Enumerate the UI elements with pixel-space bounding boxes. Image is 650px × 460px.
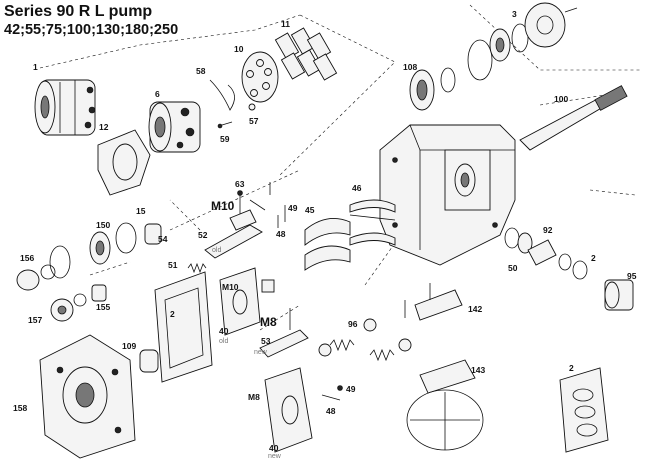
seal-and-cover-part-3 — [467, 2, 578, 81]
bushing-part-109 — [139, 349, 159, 373]
label-109: 109 — [122, 341, 136, 351]
control-screws-new-48-49 — [321, 385, 343, 401]
servo-bracket-part-142 — [404, 283, 463, 321]
assembly-guide-lines — [39, 4, 640, 331]
label-2-gasket: 2 — [170, 309, 175, 319]
label-143: 143 — [471, 365, 485, 375]
pump-housing — [379, 124, 516, 266]
end-cap-part-158 — [39, 334, 136, 459]
label-150: 150 — [96, 220, 110, 230]
control-lever-part-52 — [204, 209, 263, 259]
label-50: 50 — [508, 263, 518, 273]
label-40-new: 40 — [269, 443, 279, 453]
control-block-new-part-40 — [264, 367, 313, 453]
diagram-title: Series 90 R L pump — [4, 3, 153, 20]
lever-plate-new-part-53 — [259, 308, 309, 358]
label-old-lever: old — [212, 247, 221, 254]
label-155: 155 — [96, 302, 110, 312]
label-100: 100 — [554, 94, 568, 104]
bearing-cradle-part-45 — [304, 217, 351, 271]
gasket-part-2 — [154, 271, 213, 383]
label-58: 58 — [196, 66, 206, 76]
label-59: 59 — [220, 134, 230, 144]
label-142: 142 — [468, 304, 482, 314]
spring-part-51 — [187, 262, 207, 274]
label-new-lever: new — [254, 349, 268, 356]
label-53: 53 — [261, 336, 271, 346]
label-m8-large: M8 — [260, 315, 277, 329]
label-108: 108 — [403, 62, 417, 72]
label-46: 46 — [352, 183, 362, 193]
plug-cover-part-95 — [604, 279, 634, 311]
label-92: 92 — [543, 225, 553, 235]
check-valve-92-50 — [504, 227, 588, 280]
label-3: 3 — [512, 9, 517, 19]
label-156: 156 — [20, 253, 34, 263]
label-10: 10 — [234, 44, 244, 54]
label-51: 51 — [168, 260, 178, 270]
label-12: 12 — [99, 122, 109, 132]
control-screws-63-49-48 — [237, 182, 286, 228]
piston-set-part-11 — [274, 27, 338, 81]
label-54: 54 — [158, 234, 168, 244]
cylinder-block-part-6 — [148, 101, 201, 153]
label-63: 63 — [235, 179, 245, 189]
label-old-block: old — [219, 338, 228, 345]
label-15: 15 — [136, 206, 146, 216]
bearing-shells-part-46 — [349, 199, 396, 246]
label-49-lower: 49 — [346, 384, 356, 394]
label-49-upper: 49 — [288, 203, 298, 213]
valve-plate-part-10 — [241, 51, 279, 103]
drive-shaft-part-100 — [519, 85, 628, 151]
bearing-part-108 — [409, 67, 456, 111]
size-list: 42;55;75;100;130;180;250 — [4, 22, 179, 38]
label-new-block: new — [268, 453, 282, 460]
label-57: 57 — [249, 116, 259, 126]
label-1: 1 — [33, 62, 38, 72]
label-95: 95 — [627, 271, 637, 281]
label-m10-small: M10 — [222, 282, 239, 292]
pin-part-57 — [248, 103, 256, 111]
servo-springs-part-96 — [318, 318, 412, 362]
label-2-right: 2 — [569, 363, 574, 373]
label-6: 6 — [155, 89, 160, 99]
label-158: 158 — [13, 403, 27, 413]
control-block-old-part-40 — [219, 267, 275, 336]
thread-labels: M10 M10 M8 M8 old old new new — [211, 199, 282, 460]
label-48-lower: 48 — [326, 406, 336, 416]
label-96: 96 — [348, 319, 358, 329]
gasket-right-part-2 — [559, 367, 609, 453]
cylinder-block-part-1 — [34, 79, 96, 136]
label-40-old: 40 — [219, 326, 229, 336]
label-157: 157 — [28, 315, 42, 325]
bearing-assembly-150-15-54 — [89, 222, 162, 265]
label-45: 45 — [305, 205, 315, 215]
label-2-valve: 2 — [591, 253, 596, 263]
part-labels: 1 2 2 2 3 6 10 11 12 15 40 40 45 46 48 4… — [13, 9, 637, 453]
screw-part-59 — [217, 121, 233, 129]
servo-plate-part-143 — [406, 359, 484, 451]
label-m10-large: M10 — [211, 199, 235, 213]
retainer-clip-part-58 — [209, 79, 235, 111]
label-52: 52 — [198, 230, 208, 240]
seals-156-157-155 — [16, 245, 107, 322]
label-m8-small: M8 — [248, 392, 260, 402]
label-48-upper: 48 — [276, 229, 286, 239]
label-11: 11 — [281, 19, 290, 29]
swashplate-part-12 — [97, 129, 151, 196]
